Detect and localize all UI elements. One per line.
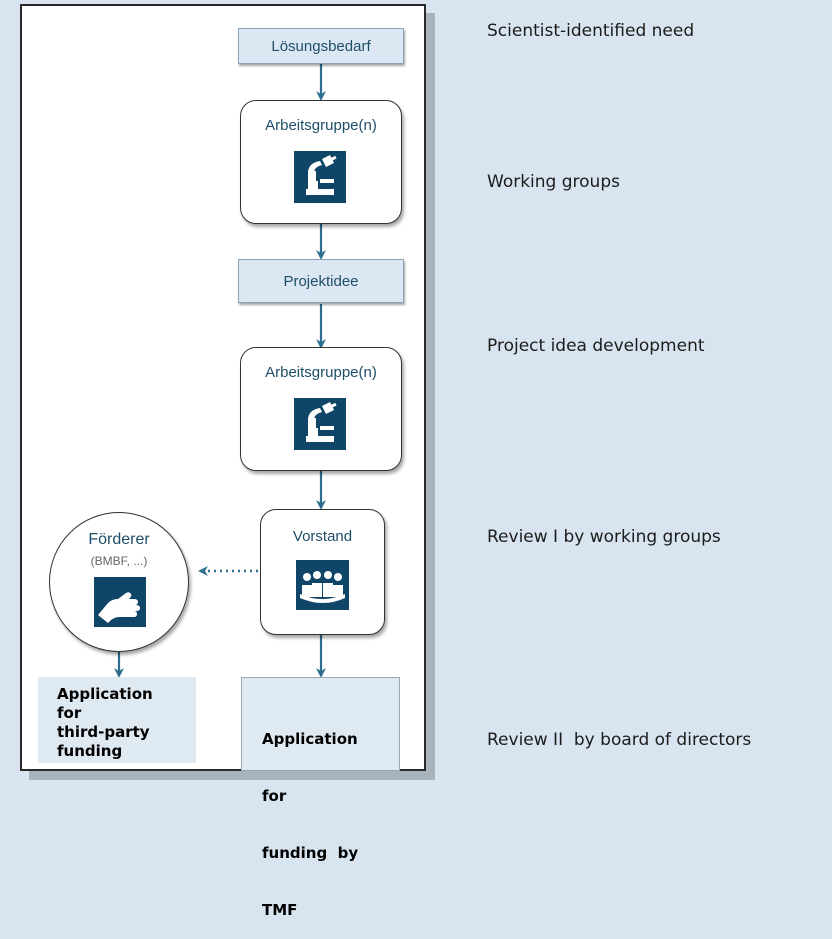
hand-icon xyxy=(94,577,146,627)
app-third-line-2: for xyxy=(57,704,82,722)
funder-circle: Förderer (BMBF, ...) xyxy=(49,512,189,652)
need-box: Lösungsbedarf xyxy=(238,28,404,64)
app-tmf-line-1: Application xyxy=(262,730,358,748)
working-group-title-1: Arbeitsgruppe(n) xyxy=(265,117,377,134)
annotation-need: Scientist-identified need xyxy=(487,21,695,41)
working-group-title-2: Arbeitsgruppe(n) xyxy=(265,364,377,381)
app-third-line-3: third-party xyxy=(57,723,150,741)
flow-arrows xyxy=(114,62,326,678)
working-group-card-1: Arbeitsgruppe(n) xyxy=(240,100,402,224)
annotation-review-2: Review II by board of directors xyxy=(487,730,752,750)
application-third-party-box: Application for third-party funding xyxy=(38,677,196,763)
application-tmf-box: Application for funding by TMF xyxy=(241,677,400,919)
microscope-icon xyxy=(294,398,346,450)
annotation-review-1: Review I by working groups xyxy=(487,527,721,547)
annotation-working-groups: Working groups xyxy=(487,172,620,192)
need-label: Lösungsbedarf xyxy=(271,37,371,55)
project-idea-label: Projektidee xyxy=(283,272,359,290)
microscope-icon xyxy=(294,151,346,203)
funder-title: Förderer xyxy=(88,531,150,548)
board-title: Vorstand xyxy=(292,528,353,545)
project-idea-box: Projektidee xyxy=(238,259,404,303)
app-third-line-1: Application xyxy=(57,685,153,703)
meeting-icon xyxy=(296,560,349,610)
board-card: Vorstand xyxy=(260,509,385,635)
working-group-card-2: Arbeitsgruppe(n) xyxy=(240,347,402,471)
app-tmf-line-2: for xyxy=(262,787,287,805)
funder-subtitle: (BMBF, ...) xyxy=(90,554,148,568)
app-tmf-line-3: funding by xyxy=(262,844,359,862)
app-tmf-line-4: TMF xyxy=(262,901,298,919)
app-third-line-4: funding xyxy=(57,742,123,760)
annotation-project-idea: Project idea development xyxy=(487,336,705,356)
